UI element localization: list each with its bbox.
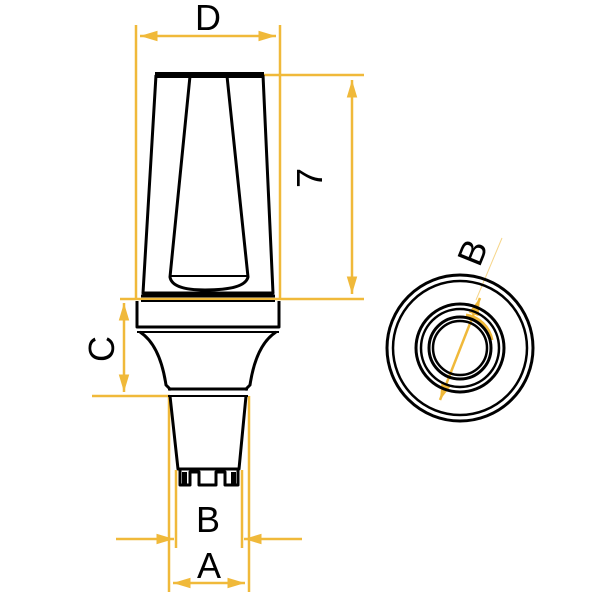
outer-circle-2	[391, 279, 529, 417]
label-d: D	[195, 0, 221, 38]
inner-circle-2	[431, 319, 489, 377]
top-b-arc	[465, 313, 494, 341]
label-a: A	[197, 545, 221, 586]
connection-cone	[168, 395, 248, 471]
top-b-leader	[475, 237, 503, 301]
neck-right-curve	[243, 330, 277, 392]
label-height: 7	[289, 168, 330, 188]
top-view	[385, 273, 535, 423]
side-view	[135, 72, 281, 487]
anti-rotation-teeth	[178, 469, 240, 487]
dimension-lines	[92, 25, 503, 592]
inner-circle-1	[427, 315, 493, 381]
outer-cone	[141, 74, 275, 295]
middle-circle-1	[414, 302, 506, 394]
label-c: C	[81, 336, 122, 362]
top-b-dimension-arrow	[438, 297, 482, 401]
outer-circle-1	[385, 273, 535, 423]
neck-left-curve	[139, 330, 173, 392]
label-b: B	[196, 499, 220, 540]
collar-body	[135, 301, 281, 329]
middle-circle-2	[419, 307, 501, 389]
inner-flat	[168, 75, 250, 292]
label-top-b: B	[449, 234, 496, 272]
